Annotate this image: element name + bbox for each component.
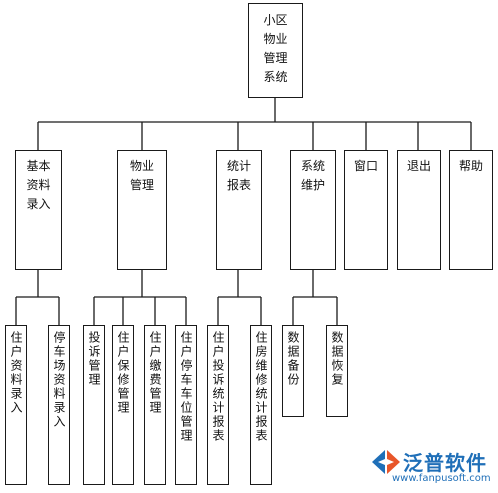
node-label: 基本 资料 录入 [26, 159, 51, 211]
node-basic-data-entry: 基本 资料 录入 [15, 150, 62, 270]
leaf-label: 住户停车车位管理 [179, 331, 193, 443]
leaf-repair-management: 住户保修管理 [112, 325, 134, 485]
node-help: 帮助 [449, 150, 493, 270]
node-exit: 退出 [397, 150, 441, 270]
root-node: 小区 物业 管理 系统 [248, 3, 303, 98]
node-label: 物业 管理 [129, 159, 154, 192]
node-property-management: 物业 管理 [117, 150, 167, 270]
root-label: 小区 物业 管理 系统 [263, 13, 288, 84]
leaf-label: 住户保修管理 [116, 331, 130, 415]
leaf-label: 住户资料录入 [9, 331, 23, 415]
leaf-label: 停车场资料录入 [52, 331, 66, 429]
leaf-parking-data-entry: 停车场资料录入 [48, 325, 70, 485]
node-label: 帮助 [458, 159, 483, 173]
leaf-label: 投诉管理 [87, 331, 101, 387]
brand-logo: 泛普软件 www.fanpusoft.com [370, 447, 492, 489]
node-label: 窗口 [353, 159, 378, 173]
leaf-payment-management: 住户缴费管理 [144, 325, 166, 485]
node-label: 系统 维护 [300, 159, 325, 192]
leaf-resident-data-entry: 住户资料录入 [5, 325, 27, 485]
logo-url: www.fanpusoft.com [392, 473, 491, 484]
leaf-label: 住户缴费管理 [148, 331, 162, 415]
leaf-data-backup: 数据备份 [282, 325, 304, 417]
node-label: 统计 报表 [226, 159, 251, 192]
node-system-maintenance: 系统 维护 [290, 150, 336, 270]
leaf-parking-space-management: 住户停车车位管理 [175, 325, 197, 485]
leaf-complaint-report: 住户投诉统计报表 [207, 325, 229, 485]
node-statistics-report: 统计 报表 [216, 150, 262, 270]
leaf-label: 住房维修统计报表 [254, 331, 268, 443]
logo-mark-icon [372, 450, 400, 474]
leaf-label: 住户投诉统计报表 [211, 331, 225, 443]
leaf-label: 数据备份 [286, 331, 300, 387]
leaf-data-restore: 数据恢复 [326, 325, 348, 417]
leaf-complaint-management: 投诉管理 [83, 325, 105, 485]
leaf-label: 数据恢复 [330, 331, 344, 387]
leaf-repair-report: 住房维修统计报表 [250, 325, 272, 485]
logo-name: 泛普软件 [403, 451, 487, 475]
node-window: 窗口 [344, 150, 388, 270]
node-label: 退出 [406, 159, 431, 173]
